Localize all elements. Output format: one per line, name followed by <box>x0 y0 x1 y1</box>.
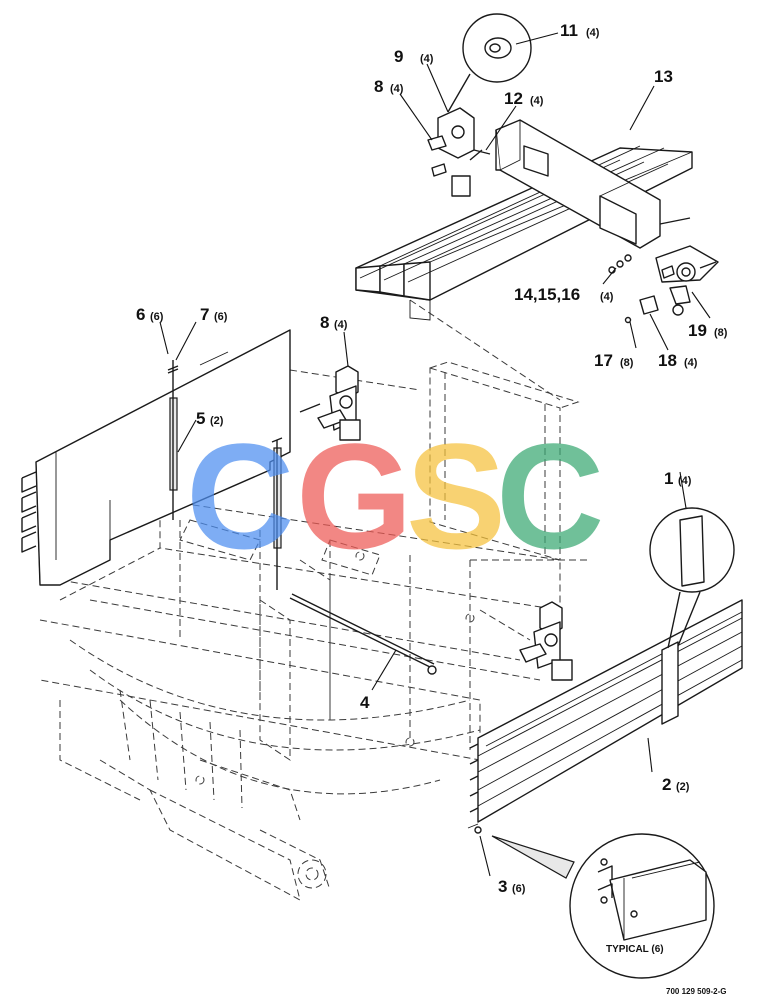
callout-3-num: 3 <box>498 877 507 896</box>
long-rod <box>289 593 437 675</box>
detail-label-typical: TYPICAL (6) <box>606 944 664 955</box>
callout-19-num: 19 <box>688 321 707 340</box>
upper-hinge-right <box>624 245 719 324</box>
callout-3-qty: (6) <box>512 883 526 895</box>
callout-12-qty: (4) <box>530 95 544 107</box>
callout-18-qty: (4) <box>684 357 698 369</box>
callout-19-qty: (8) <box>714 327 728 339</box>
callout-2-qty: (2) <box>676 781 690 793</box>
drawing-number: 700 129 509-2-G <box>666 987 727 996</box>
latch-bracket-upper <box>299 365 361 441</box>
callout-7-qty: (6) <box>214 311 228 323</box>
chassis-frame <box>39 299 590 901</box>
detail-circle-decal <box>649 507 735 649</box>
detail-circle-typical <box>491 833 715 979</box>
callout-5-qty: (2) <box>210 415 224 427</box>
watermark-letter-s: S <box>406 412 506 580</box>
watermark-letter-c2: C <box>496 412 604 580</box>
callout-10-qty: (4) <box>420 53 434 65</box>
callout-7-num: 7 <box>200 305 209 324</box>
callout-9-num: 8 <box>374 77 383 96</box>
callout-17-num: 17 <box>594 351 613 370</box>
callout-6-num: 6 <box>136 305 145 324</box>
right-gate-panel <box>467 599 743 834</box>
watermark-letter-c1: C <box>186 412 294 580</box>
latch-bracket-lower <box>519 601 573 681</box>
callout-13-num: 13 <box>654 67 673 86</box>
detail-circle-bushing <box>447 13 532 113</box>
callout-11-num: 11 <box>560 21 578 40</box>
callout-14-16-num: 14,15,16 <box>514 285 580 304</box>
callout-10-num: 9 <box>394 47 403 66</box>
watermark-letter-g: G <box>296 412 413 580</box>
rear-beam-assembly <box>355 119 693 321</box>
callout-labels: 11 (4) 9 (4) 8 (4) 12 (4) 13 14,15,16 (4… <box>136 21 728 996</box>
callout-6-qty: (6) <box>150 311 164 323</box>
callout-5-num: 5 <box>196 409 205 428</box>
callout-12-num: 12 <box>504 89 523 108</box>
callout-8-qty: (4) <box>334 319 348 331</box>
callout-14-16-qty: (4) <box>600 291 614 303</box>
callout-18-num: 18 <box>658 351 677 370</box>
callout-4-num: 4 <box>360 693 370 712</box>
left-gate-panel <box>21 329 291 586</box>
callout-1-qty: (4) <box>678 475 692 487</box>
callout-2-num: 2 <box>662 775 671 794</box>
vertical-rods <box>167 360 283 590</box>
upper-hinge-left <box>427 107 491 197</box>
callout-1-num: 1 <box>664 469 673 488</box>
leader-lines <box>159 32 711 877</box>
callout-8-num: 8 <box>320 313 329 332</box>
callout-17-qty: (8) <box>620 357 634 369</box>
cgsc-watermark: C G S C <box>186 412 604 580</box>
callout-11-qty: (4) <box>586 27 600 39</box>
callout-9-qty: (4) <box>390 83 404 95</box>
